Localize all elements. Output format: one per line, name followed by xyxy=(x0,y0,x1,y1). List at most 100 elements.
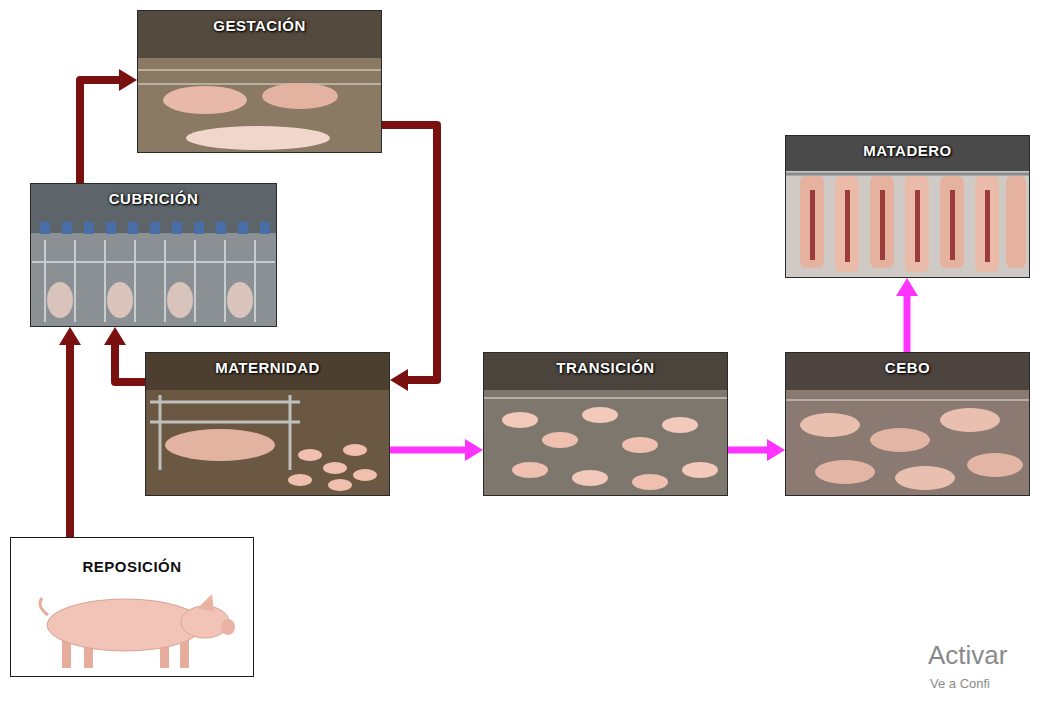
flow-arrow xyxy=(115,339,145,382)
stall-bar xyxy=(164,240,166,322)
photo-box: CUBRICIÓN xyxy=(30,183,277,327)
photo-box: TRANSICIÓN xyxy=(483,352,728,496)
carcass-cut xyxy=(950,190,955,260)
node-title: MATADERO xyxy=(863,142,951,160)
pig-leg xyxy=(62,640,71,668)
piglet xyxy=(353,469,377,481)
flow-arrow xyxy=(80,80,125,183)
pig xyxy=(940,408,1000,432)
pen-rail xyxy=(137,83,382,85)
piglet xyxy=(622,437,658,453)
photo-box: MATERNIDAD xyxy=(145,352,390,496)
flow-arrow xyxy=(904,290,911,352)
pig xyxy=(870,428,930,452)
carcass-cut xyxy=(985,190,990,262)
photo-wall xyxy=(785,135,1030,278)
feeder xyxy=(238,222,248,234)
stall-bars xyxy=(32,240,275,322)
flow-arrow xyxy=(390,447,471,454)
pen-rail xyxy=(785,399,1030,401)
node-title: MATERNIDAD xyxy=(215,359,320,377)
photo-ceiling xyxy=(785,135,1030,171)
sow-back xyxy=(107,282,133,318)
feeder-row xyxy=(40,222,270,234)
pig-body xyxy=(47,599,203,651)
pen-rail xyxy=(137,69,382,71)
piglet xyxy=(323,462,347,474)
piglet xyxy=(682,462,718,478)
carcass-cut xyxy=(810,190,815,260)
carcass-cut xyxy=(915,190,920,262)
piglet xyxy=(328,479,352,491)
photo-wall xyxy=(137,10,382,58)
pig-leg xyxy=(180,640,189,668)
sow-back xyxy=(47,282,73,318)
watermark-text: Activar xyxy=(928,640,1007,671)
photo-box: MATADERO xyxy=(785,135,1030,278)
pen-rail xyxy=(483,397,728,399)
flow-arrow xyxy=(728,447,773,454)
carcass xyxy=(905,176,929,272)
photo-floor xyxy=(483,352,728,496)
sow-back xyxy=(167,282,193,318)
feeder xyxy=(84,222,94,234)
carcass xyxy=(870,176,894,268)
feeder xyxy=(40,222,50,234)
piglet xyxy=(582,407,618,423)
piglet xyxy=(502,412,538,428)
crate-bar xyxy=(159,395,162,470)
carcass-cut xyxy=(845,190,850,262)
stall-bar xyxy=(224,240,226,322)
carcass xyxy=(1006,176,1026,268)
sow xyxy=(262,83,338,109)
pig xyxy=(815,460,875,484)
pig-ear xyxy=(198,594,214,612)
carcass xyxy=(800,176,824,268)
pig-head xyxy=(181,606,229,638)
node-title: TRANSICIÓN xyxy=(556,359,654,377)
piglet xyxy=(512,462,548,478)
crate-rail xyxy=(150,401,300,404)
photo-wall xyxy=(483,352,728,390)
pig xyxy=(967,453,1023,477)
photo-box: CEBO xyxy=(785,352,1030,496)
piglet xyxy=(288,474,312,486)
stall-bar xyxy=(194,240,196,322)
node-title: GESTACIÓN xyxy=(213,17,306,35)
piglet xyxy=(343,444,367,456)
photo-wall xyxy=(785,352,1030,390)
feeder xyxy=(106,222,116,234)
gilt-pig xyxy=(40,594,235,668)
stall-bar xyxy=(44,240,46,322)
image-box: REPOSICIÓN xyxy=(10,537,254,677)
photo-floor xyxy=(785,352,1030,496)
pig xyxy=(895,466,955,490)
stall-bar xyxy=(134,240,136,322)
stall-bar xyxy=(74,240,76,322)
sow xyxy=(165,429,275,461)
flow-arrow xyxy=(382,125,437,380)
photo-floor xyxy=(145,352,390,496)
carcass xyxy=(975,176,999,272)
image-ground xyxy=(10,537,254,677)
pig xyxy=(800,413,860,437)
pig-snout xyxy=(221,619,235,635)
sow-back xyxy=(227,282,253,318)
rail xyxy=(785,173,1030,176)
stall-bar xyxy=(254,240,256,322)
feeder xyxy=(62,222,72,234)
piglet xyxy=(632,474,668,490)
piglet xyxy=(298,449,322,461)
photo-box: GESTACIÓN xyxy=(137,10,382,153)
feeder xyxy=(194,222,204,234)
photo-wall xyxy=(145,352,390,390)
carcass xyxy=(940,176,964,268)
pig-tail xyxy=(40,598,48,615)
photo-floor xyxy=(30,183,277,327)
piglet xyxy=(662,417,698,433)
node-title: REPOSICIÓN xyxy=(82,558,181,576)
flow-arrow xyxy=(66,339,74,537)
feeder xyxy=(128,222,138,234)
